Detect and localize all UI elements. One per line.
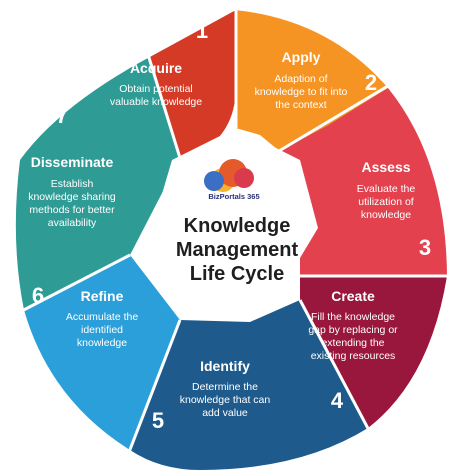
- bizportals-logo: [204, 159, 254, 192]
- segment-desc-create-4: existing resources: [311, 350, 396, 362]
- center-title-line-3: Life Cycle: [190, 263, 284, 285]
- segment-desc-identify-3: add value: [202, 407, 248, 419]
- center-heptagon: [152, 128, 318, 298]
- segment-disseminate: [15, 56, 181, 311]
- segment-title-create: Create: [331, 288, 375, 304]
- segment-desc-refine-3: knowledge: [77, 337, 127, 349]
- segment-number-1: 1: [196, 18, 208, 43]
- segment-desc-refine-1: Accumulate the: [66, 311, 139, 323]
- segment-desc-assess-3: knowledge: [361, 209, 411, 221]
- segment-title-refine: Refine: [81, 288, 124, 304]
- segment-desc-disseminate-1: Establish: [51, 178, 94, 190]
- segment-refine: [24, 255, 180, 450]
- segment-number-3: 3: [419, 235, 431, 260]
- segment-desc-create-3: extending the: [321, 337, 384, 349]
- segment-title-apply: Apply: [282, 49, 321, 65]
- segment-title-disseminate: Disseminate: [31, 154, 114, 170]
- segment-desc-apply-2: knowledge to fit into: [255, 86, 348, 98]
- segment-number-5: 5: [152, 408, 164, 433]
- segment-desc-acquire-2: valuable knowledge: [110, 96, 202, 108]
- center-title-line-2: Management: [176, 239, 299, 261]
- segment-assess: [279, 88, 447, 276]
- segment-number-7: 7: [56, 103, 68, 128]
- segment-desc-assess-2: utilization of: [358, 196, 414, 208]
- segment-desc-refine-2: identified: [81, 324, 123, 336]
- segment-desc-create-2: gap by replacing or: [308, 324, 398, 336]
- segment-desc-disseminate-3: methods for better: [29, 204, 115, 216]
- segment-number-2: 2: [365, 70, 377, 95]
- segment-number-6: 6: [32, 283, 44, 308]
- segment-title-identify: Identify: [200, 358, 250, 374]
- segment-desc-create-1: Fill the knowledge: [311, 311, 395, 323]
- segment-desc-apply-3: the context: [275, 99, 326, 111]
- segment-desc-identify-1: Determine the: [192, 381, 258, 393]
- segment-desc-assess-1: Evaluate the: [357, 183, 416, 195]
- center-title-line-1: Knowledge: [184, 215, 291, 237]
- segment-desc-disseminate-2: knowledge sharing: [28, 191, 116, 203]
- segment-dividers: [13, 0, 474, 461]
- segment-title-acquire: Acquire: [130, 60, 182, 76]
- segment-desc-apply-1: Adaption of: [274, 73, 327, 85]
- segment-desc-acquire-1: Obtain potential: [119, 83, 193, 95]
- segment-number-4: 4: [331, 388, 344, 413]
- segment-create: [300, 276, 447, 428]
- segment-acquire: [150, 10, 236, 158]
- segment-identify: [130, 300, 368, 470]
- segment-desc-identify-2: knowledge that can: [180, 394, 271, 406]
- segment-desc-disseminate-4: availability: [48, 217, 97, 229]
- brand-name: BizPortals 365: [208, 192, 259, 201]
- segment-title-assess: Assess: [361, 159, 410, 175]
